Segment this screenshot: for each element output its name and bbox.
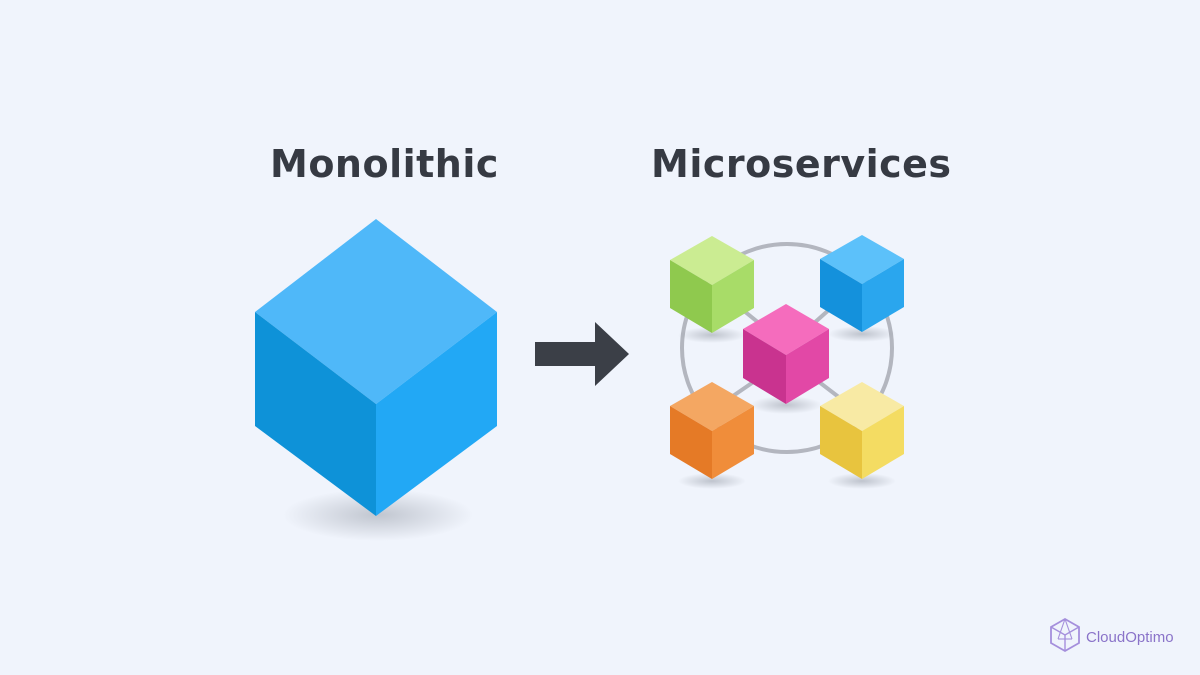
monolith-right-face	[376, 312, 497, 516]
network-ring	[680, 242, 894, 454]
orange-service-cube	[670, 382, 754, 489]
brand-watermark: CloudOptimo	[1048, 617, 1174, 657]
transition-arrow-icon	[535, 322, 629, 386]
microservices-title: Microservices	[651, 142, 952, 186]
yellow-service-cube	[820, 382, 904, 489]
polyhedron-logo-icon	[1048, 617, 1082, 657]
blue-service-cube	[820, 235, 904, 342]
monolith-shadow	[283, 489, 473, 541]
green-service-cube	[670, 236, 754, 343]
brand-name: CloudOptimo	[1086, 628, 1174, 646]
monolith-left-face	[255, 312, 376, 516]
monolithic-title: Monolithic	[270, 142, 499, 186]
monolith-cube	[255, 219, 497, 541]
monolith-top-face	[255, 219, 497, 404]
pink-service-cube	[743, 304, 829, 414]
